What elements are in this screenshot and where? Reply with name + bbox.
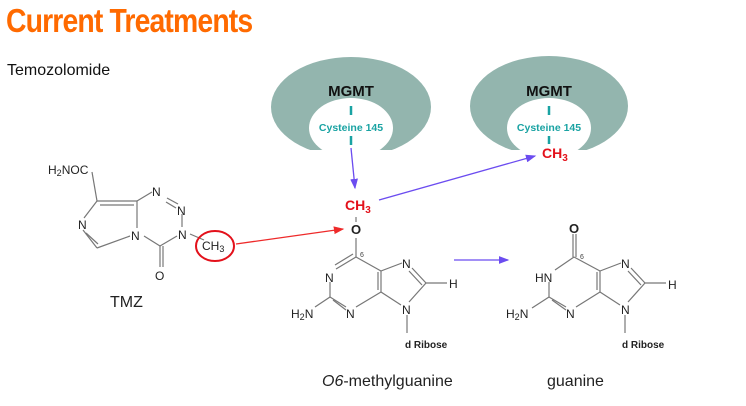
- sugar-label: d Ribose: [622, 340, 665, 351]
- methyl-group: CH3: [542, 145, 568, 164]
- arrow-methyl-transfer: [378, 154, 537, 201]
- tmz-atom: N: [78, 218, 87, 232]
- ring-atom: N: [566, 307, 575, 321]
- ring-atom: N: [621, 257, 630, 271]
- mgmt-enzyme-free: MGMT Cysteine 145: [260, 57, 440, 170]
- ring-atom: N: [621, 303, 630, 317]
- cysteine-label: Cysteine 145: [319, 122, 383, 134]
- highlight-circle: [195, 230, 235, 262]
- slide-subtitle: Temozolomide: [7, 62, 111, 79]
- tmz-atom: N: [152, 185, 161, 199]
- slide-title: Current Treatments: [6, 2, 253, 39]
- tmz-atom: N: [178, 228, 187, 242]
- ring-atom: H: [668, 278, 677, 292]
- ring-atom: HN: [535, 271, 552, 285]
- tmz-atom: N: [177, 204, 186, 218]
- tmz-methyl: CH3: [202, 239, 224, 254]
- ring-atom: N: [402, 257, 411, 271]
- label-rest-part: -methylguanine: [343, 373, 453, 390]
- mgmt-enzyme-methylated: MGMT Cysteine 145 CH3: [460, 56, 640, 170]
- position-marker: 6: [360, 252, 364, 259]
- mgmt-label: MGMT: [526, 83, 572, 100]
- arrow-mgmt-to-methyl: [350, 147, 358, 190]
- arrow-tmz-to-o6: [235, 226, 345, 245]
- position-marker: 6: [580, 254, 584, 261]
- methyl-group: CH3: [345, 197, 371, 216]
- ring-atom: N: [402, 303, 411, 317]
- mgmt-pocket: [507, 98, 591, 158]
- label-italic-part: O6: [322, 373, 343, 390]
- cysteine-label: Cysteine 145: [517, 122, 581, 134]
- ring-atom: H: [449, 277, 458, 291]
- tmz-structure: [82, 171, 205, 267]
- tmz-atom: O: [155, 269, 164, 283]
- guanine-label: guanine: [547, 373, 604, 390]
- ring-atom: N: [346, 307, 355, 321]
- tmz-substituent: H2NOC: [48, 163, 89, 178]
- tmz-label: TMZ: [110, 294, 143, 311]
- ring-atom: N: [325, 271, 334, 285]
- amine-group: H2N: [506, 307, 528, 322]
- mgmt-pocket: [309, 98, 393, 158]
- o6-methylguanine-structure: [314, 217, 447, 333]
- oxygen-atom: O: [351, 222, 361, 237]
- o6-methylguanine-label: O6-methylguanine: [322, 373, 453, 390]
- amine-group: H2N: [291, 307, 313, 322]
- sugar-label: d Ribose: [405, 340, 448, 351]
- tmz-atom: N: [131, 229, 140, 243]
- mgmt-label: MGMT: [328, 83, 374, 100]
- guanine-structure: [531, 234, 666, 333]
- oxygen-atom: O: [569, 221, 579, 236]
